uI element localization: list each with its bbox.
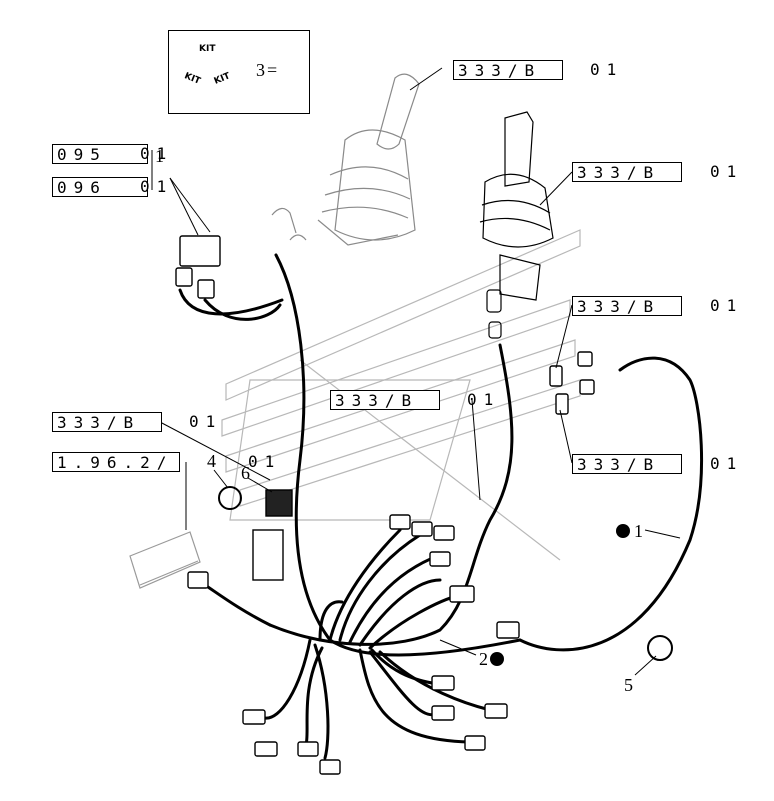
left-joystick (271, 73, 420, 246)
ref-suffix-right-connector-upper: 01 (710, 296, 744, 315)
kit-cube-top-label: KIT (199, 44, 216, 54)
ref-suffix-bracket: 01 (248, 452, 282, 471)
kit-equals-sign: = (267, 60, 278, 80)
callout-item-4: 4 (207, 451, 216, 471)
ref-label-095[interactable]: 095 (52, 144, 148, 164)
callout-item-2: 2 (479, 649, 488, 669)
ref-suffix-096: 01 (140, 177, 174, 196)
kit-legend-box (168, 30, 310, 114)
callout-item-6: 6 (241, 463, 250, 483)
circlips (218, 486, 673, 661)
callout-item-1-bracket: 1 (155, 146, 164, 166)
ref-suffix-center: 01 (467, 390, 501, 409)
callout-item-5: 5 (624, 675, 633, 695)
ref-label-left-relay[interactable]: 333/B (52, 412, 162, 432)
ref-suffix-left-relay: 01 (189, 412, 223, 431)
relay-box (252, 489, 293, 581)
ref-label-right-joystick[interactable]: 333/B (572, 162, 682, 182)
ref-label-bracket[interactable]: 1.96.2/ (52, 452, 180, 472)
right-joystick (479, 111, 554, 339)
connectors (175, 235, 595, 775)
leader-lines (151, 67, 681, 676)
ref-suffix-top-joystick: 01 (590, 60, 624, 79)
kit-item-number: 3 (256, 60, 265, 80)
ref-label-right-connector-lower[interactable]: 333/B (572, 454, 682, 474)
ref-suffix-right-joystick: 01 (710, 162, 744, 181)
ref-suffix-095: 01 (140, 144, 174, 163)
callout-item-1: 1 (634, 521, 643, 541)
bracket-part (129, 531, 201, 589)
ref-label-center[interactable]: 333/B (330, 390, 440, 410)
ref-label-right-connector-upper[interactable]: 333/B (572, 296, 682, 316)
ref-label-top-joystick[interactable]: 333/B (453, 60, 563, 80)
ref-label-096[interactable]: 096 (52, 177, 148, 197)
harness-cables (178, 253, 703, 760)
ref-suffix-right-connector-lower: 01 (710, 454, 744, 473)
